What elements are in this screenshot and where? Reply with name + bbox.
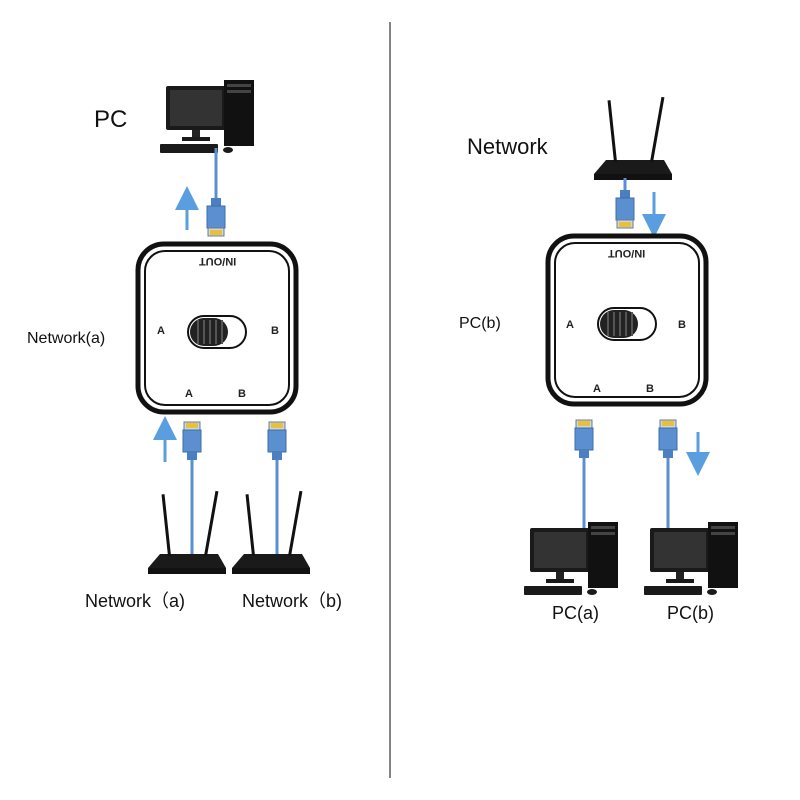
label-pc-top: PC: [94, 106, 128, 133]
port-label-b: B: [238, 388, 246, 400]
pc-icon: [644, 522, 738, 595]
label-pc-b-side: PC(b): [459, 315, 501, 332]
port-label-a: A: [593, 383, 601, 395]
port-label-inout: IN/OUT: [608, 247, 646, 259]
label-network-a: Network（a): [85, 591, 186, 611]
rj45-connector-icon: [267, 421, 287, 461]
port-label-b: B: [678, 319, 686, 331]
router-icon: [594, 96, 672, 180]
pc-icon: [524, 522, 618, 595]
rj45-connector-icon: [574, 419, 594, 459]
pc-icon: [160, 80, 254, 153]
rj45-connector-icon: [182, 421, 202, 461]
router-icon: [232, 490, 310, 574]
label-network-b: Network（b): [242, 591, 343, 611]
port-label-b: B: [646, 383, 654, 395]
port-label-b: B: [271, 325, 279, 337]
port-label-inout: IN/OUT: [199, 255, 237, 267]
label-network-a-side: Network(a): [27, 330, 106, 347]
rj45-connector-icon: [206, 197, 226, 237]
label-pc-a: PC(a): [552, 603, 600, 623]
rj45-connector-icon: [615, 189, 635, 229]
rj45-connector-icon: [658, 419, 678, 459]
router-icon: [148, 490, 226, 574]
port-label-a: A: [566, 319, 574, 331]
port-label-a: A: [157, 325, 165, 337]
label-network-top: Network: [467, 134, 548, 159]
label-pc-b: PC(b): [667, 603, 715, 623]
port-label-a: A: [185, 388, 193, 400]
